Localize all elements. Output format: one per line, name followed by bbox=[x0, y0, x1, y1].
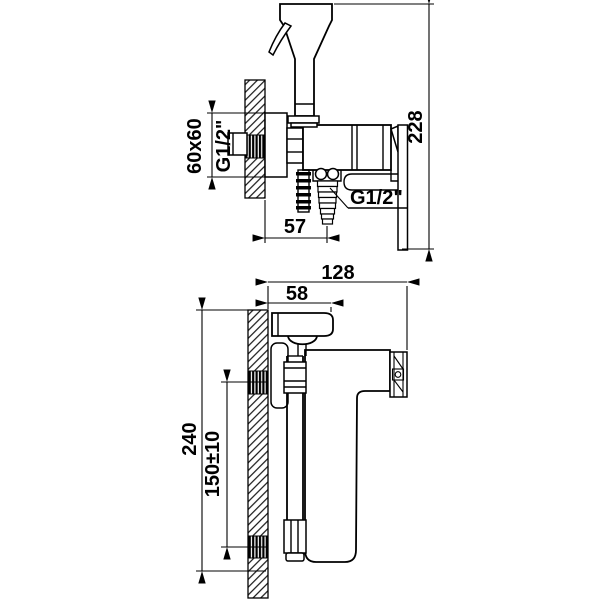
sprayer-outline bbox=[279, 3, 333, 117]
wall-plate-60x60 bbox=[264, 112, 288, 178]
upper-inlet-nut bbox=[283, 361, 307, 394]
holder-cup-base bbox=[290, 122, 318, 128]
lever-step bbox=[390, 170, 398, 182]
dim-label-228: 228 bbox=[405, 110, 427, 143]
hose-nut bbox=[312, 167, 342, 182]
side-view: 60x60 G1/2" 228 57 G1/2" bbox=[184, 0, 434, 262]
dim-label-wall-plate: 60x60 bbox=[184, 118, 206, 174]
dim-label-57: 57 bbox=[284, 216, 306, 238]
dim-overall-height-side: 228 bbox=[334, 0, 434, 262]
lever-handle-plate bbox=[397, 124, 409, 251]
hose-spring-guard bbox=[316, 180, 339, 225]
dim-handle-length: 58 bbox=[255, 283, 344, 312]
supply-pipe-stub bbox=[227, 132, 248, 156]
lever-wedge bbox=[390, 124, 399, 153]
sprayer-trigger bbox=[268, 22, 293, 57]
mixer-body bbox=[302, 124, 392, 171]
dim-hose-offset: 57 bbox=[252, 200, 340, 243]
dim-label-150: 150±10 bbox=[202, 431, 224, 498]
hose-nipple-ribs bbox=[296, 169, 311, 213]
hand-sprayer bbox=[268, 3, 333, 128]
inlet-nut bbox=[286, 127, 304, 164]
dim-overall-height-front: 240 bbox=[179, 297, 266, 584]
body-under-ledge bbox=[343, 173, 398, 191]
dim-label-128: 128 bbox=[321, 262, 354, 284]
docked-sprayer-outline bbox=[304, 349, 391, 563]
inlet-thread-through-wall bbox=[245, 134, 265, 159]
dim-wall-plate: 60x60 G1/2" bbox=[184, 100, 265, 190]
cartridge-dome bbox=[287, 335, 318, 346]
dim-label-240: 240 bbox=[179, 422, 201, 455]
hose-thread-label: G1/2" bbox=[329, 187, 408, 209]
holder-cup-rim bbox=[287, 115, 320, 124]
dim-label-58: 58 bbox=[286, 283, 308, 305]
dim-overall-depth: 128 bbox=[255, 262, 420, 350]
front-view: 128 58 240 150±10 bbox=[179, 262, 420, 599]
label-hose-thread: G1/2" bbox=[350, 187, 403, 209]
dim-inlet-spacing: 150±10 bbox=[202, 369, 266, 560]
front-handle bbox=[271, 312, 334, 337]
dim-label-inlet-thread: G1/2" bbox=[213, 120, 235, 173]
sprayer-holder-bracket bbox=[389, 351, 408, 398]
column-bottom-cap bbox=[285, 552, 305, 562]
lower-inlet-nut bbox=[283, 519, 307, 554]
